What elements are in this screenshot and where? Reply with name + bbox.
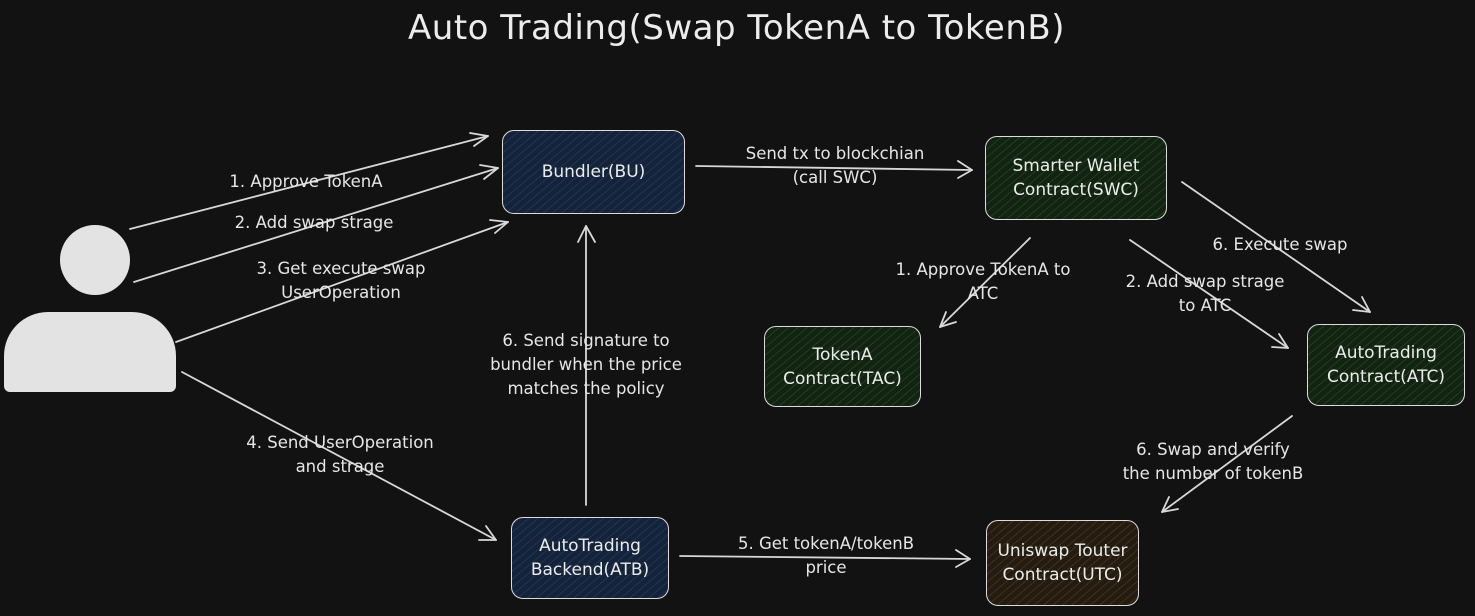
arrow-get-price xyxy=(679,555,971,560)
label-get-execute-swap: 3. Get execute swap UserOperation xyxy=(256,259,426,302)
label-add-swap-strage: 2. Add swap strage xyxy=(234,213,394,232)
label-send-tx: Send tx to blockchian (call SWC) xyxy=(745,144,925,187)
label-approve-tokena: 1. Approve TokenA xyxy=(229,172,383,191)
node-autotrading-contract: AutoTrading Contract(ATC) xyxy=(1307,324,1465,406)
arrow-send-tx xyxy=(695,165,973,171)
arrow-approve-tokena xyxy=(129,135,489,230)
label-execute-swap: 6. Execute swap xyxy=(1212,235,1348,254)
arrow-get-execute-swap xyxy=(175,221,509,343)
label-get-price: 5. Get tokenA/tokenB price xyxy=(737,534,915,577)
node-autotrading-backend: AutoTrading Backend(ATB) xyxy=(511,517,669,599)
node-tokena-contract: TokenA Contract(TAC) xyxy=(764,326,921,407)
node-smarter-wallet-contract: Smarter Wallet Contract(SWC) xyxy=(985,136,1167,220)
node-uniswap-router-contract: Uniswap Touter Contract(UTC) xyxy=(986,520,1139,606)
label-send-signature: 6. Send signature to bundler when the pr… xyxy=(490,331,682,398)
label-send-userop: 4. Send UserOperation and strage xyxy=(246,433,434,476)
arrow-add-swap-strage-atc xyxy=(1129,239,1289,349)
label-approve-tokena-atc: 1. Approve TokenA to ATC xyxy=(895,260,1071,303)
label-swap-verify: 6. Swap and verify the number of tokenB xyxy=(1122,440,1304,483)
arrow-add-swap-strage xyxy=(133,167,499,283)
arrow-send-userop xyxy=(181,371,497,541)
user-head xyxy=(60,225,130,295)
arrow-approve-tokena-atc xyxy=(939,237,1031,328)
node-bundler: Bundler(BU) xyxy=(502,130,685,214)
arrow-execute-swap xyxy=(1181,181,1371,313)
user-body xyxy=(4,312,176,392)
arrow-swap-verify xyxy=(1161,415,1293,513)
page-title: Auto Trading(Swap TokenA to TokenB) xyxy=(408,8,1065,48)
label-add-swap-strage-atc: 2. Add swap strage to ATC xyxy=(1125,272,1285,315)
